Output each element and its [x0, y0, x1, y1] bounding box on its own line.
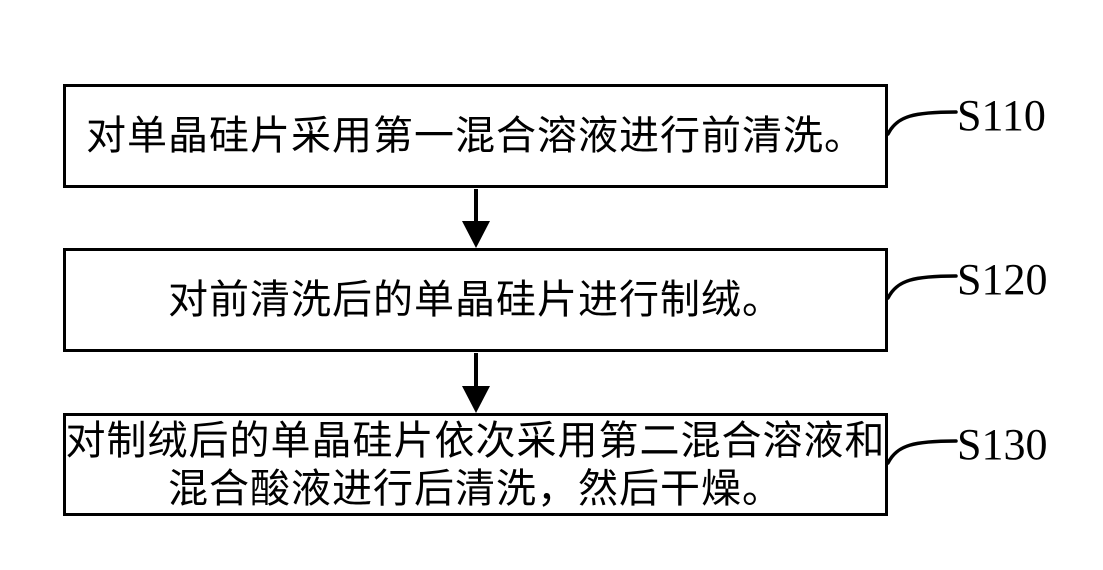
step-text-s110: 对单晶硅片采用第一混合溶液进行前清洗。 — [86, 113, 865, 158]
arrow-down-1 — [462, 189, 490, 248]
step-label-s130: S130 — [957, 420, 1048, 469]
step-text-s130-line2: 混合酸液进行后清洗，然后干燥。 — [168, 465, 783, 511]
arrow-down-2 — [462, 353, 490, 413]
step-text-s120: 对前清洗后的单晶硅片进行制绒。 — [168, 277, 783, 322]
step-box-s110: 对单晶硅片采用第一混合溶液进行前清洗。 — [63, 84, 888, 188]
leader-line-s110 — [886, 110, 958, 136]
leader-line-s130 — [886, 439, 958, 465]
step-text-s130-line1: 对制绒后的单晶硅片依次采用第二混合溶液和 — [65, 417, 886, 463]
step-box-s120: 对前清洗后的单晶硅片进行制绒。 — [63, 248, 888, 352]
step-label-s110: S110 — [957, 91, 1046, 140]
leader-line-s120 — [886, 274, 958, 300]
step-label-s120: S120 — [957, 255, 1048, 304]
step-box-s130: 对制绒后的单晶硅片依次采用第二混合溶液和 混合酸液进行后清洗，然后干燥。 — [63, 413, 888, 516]
